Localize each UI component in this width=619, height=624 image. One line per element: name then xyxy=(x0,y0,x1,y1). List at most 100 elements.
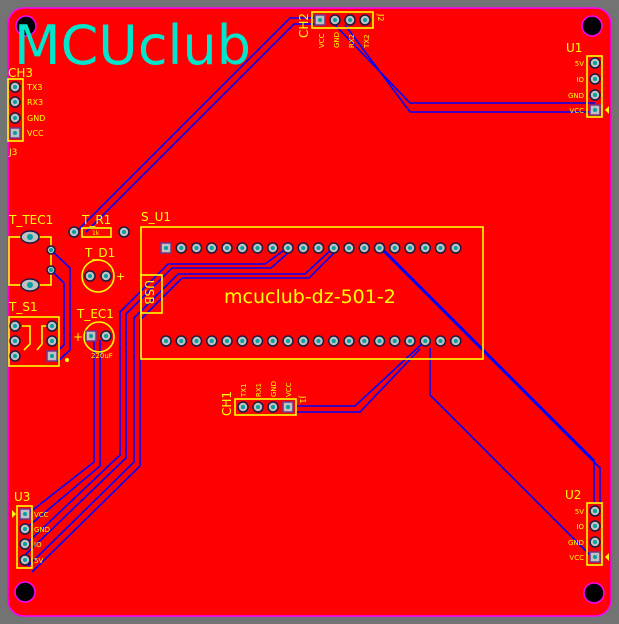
pad-drill xyxy=(408,246,412,250)
pad-drill xyxy=(347,339,351,343)
pad-drill xyxy=(408,339,412,343)
ch2-outline xyxy=(311,11,374,29)
pad-drill xyxy=(347,246,351,250)
mounting-hole xyxy=(14,581,36,603)
connector-ch2[interactable]: CH2 VCC GND RX2 TX2 J2 xyxy=(297,11,385,49)
u2-pin-label: GND xyxy=(568,539,584,547)
u3-pin-label: IO xyxy=(34,541,42,549)
ch1-pin-label: RX1 xyxy=(255,383,263,397)
mcuclub-logo: MCUclub xyxy=(14,14,251,77)
u3-outline xyxy=(16,505,33,569)
connector-u2[interactable]: U2 5V IO GND VCC xyxy=(565,488,609,566)
pad-drill xyxy=(362,246,367,250)
component-t-ec1[interactable]: T_EC1 + 220uF xyxy=(73,307,115,360)
ch1-pin-label: TX1 xyxy=(240,383,248,398)
t-d1-label: T_D1 xyxy=(84,246,115,260)
pad-drill xyxy=(255,246,260,250)
ch2-label: CH2 xyxy=(297,13,311,38)
pad-drill xyxy=(225,246,229,250)
mounting-hole xyxy=(581,15,603,37)
module-top-pins xyxy=(160,242,462,254)
u2-pin-label: 5V xyxy=(575,508,584,516)
pad-drill xyxy=(286,339,290,343)
u2-pin-label: IO xyxy=(576,523,584,531)
u3-pin-label: GND xyxy=(34,526,50,534)
module-title: mcuclub-dz-501-2 xyxy=(224,286,396,308)
pad-drill xyxy=(453,339,458,343)
pad-drill xyxy=(423,339,428,343)
u2-pin-label: VCC xyxy=(569,554,584,562)
u1-label: U1 xyxy=(566,41,582,55)
pad-drill xyxy=(179,339,184,343)
u1-pin-label: IO xyxy=(576,76,584,84)
pad-drill xyxy=(316,339,321,343)
pad-drill xyxy=(194,246,199,250)
pad-drill xyxy=(392,339,397,343)
pad-drill xyxy=(270,339,275,343)
pad-drill xyxy=(453,246,458,250)
ch1-label: CH1 xyxy=(220,391,234,416)
ch2-pin-label: RX2 xyxy=(348,34,356,48)
usb-outline xyxy=(140,274,163,314)
mounting-hole xyxy=(15,15,37,37)
u3-pin-label: 5V xyxy=(34,557,43,565)
u1-pin-label: GND xyxy=(568,92,584,100)
s-u1-label: S_U1 xyxy=(141,210,171,224)
t-ec1-value: 220uF xyxy=(91,352,113,360)
ch3-pin-label: VCC xyxy=(27,129,44,138)
pad-drill xyxy=(301,339,306,343)
pad-drill xyxy=(301,246,306,250)
pad-drill xyxy=(423,246,428,250)
ch3-pin-label: TX3 xyxy=(26,83,42,92)
module-s-u1[interactable]: S_U1 USB mcuclub-dz-501-2 xyxy=(140,210,484,360)
pad-drill xyxy=(164,246,168,250)
u1-pin-label: VCC xyxy=(569,107,584,115)
pad-drill xyxy=(255,339,260,343)
ch1-ref: J1 xyxy=(298,395,307,403)
pad-drill xyxy=(179,246,184,250)
t-ec1-label: T_EC1 xyxy=(76,307,114,321)
connector-u1[interactable]: U1 5V IO GND VCC xyxy=(566,41,609,118)
pad-drill xyxy=(209,246,214,250)
u3-pin-label: VCC xyxy=(34,511,49,519)
pad-drill xyxy=(377,339,382,343)
t-tec1-label: T_TEC1 xyxy=(8,213,53,227)
pad-drill xyxy=(240,339,245,343)
t-ec1-polarity: + xyxy=(73,330,83,344)
ch3-ref: J3 xyxy=(8,148,17,158)
pad-drill xyxy=(331,339,336,343)
u2-label: U2 xyxy=(565,488,581,502)
pad-drill xyxy=(240,246,245,250)
pad-drill xyxy=(331,246,336,250)
mounting-hole xyxy=(583,582,605,604)
u1-outline xyxy=(586,55,603,118)
pad-drill xyxy=(392,246,397,250)
u3-label: U3 xyxy=(14,490,30,504)
component-t-d1[interactable]: T_D1 + xyxy=(81,246,125,293)
ch1-outline xyxy=(234,398,297,416)
component-t-s1[interactable]: T_S1 xyxy=(8,300,69,367)
ch3-pin-label: GND xyxy=(27,114,45,123)
pad-drill xyxy=(438,339,443,343)
ch3-label: CH3 xyxy=(8,66,33,80)
traces xyxy=(19,17,601,573)
ch3-pin-label: RX3 xyxy=(27,98,43,107)
module-bottom-pins xyxy=(160,335,462,347)
t-r1-body xyxy=(81,227,112,238)
connector-ch1[interactable]: CH1 TX1 RX1 GND VCC J1 xyxy=(220,381,307,416)
component-t-r1[interactable]: T_R1 1k xyxy=(68,213,130,238)
component-t-tec1[interactable]: T_TEC1 xyxy=(8,213,56,292)
ch2-pin-label: VCC xyxy=(318,33,326,48)
u2-outline xyxy=(586,502,603,566)
connector-u3[interactable]: U3 VCC GND IO 5V xyxy=(12,490,50,569)
pad-drill xyxy=(286,246,290,250)
t-r1-value: 1k xyxy=(92,230,100,237)
ch1-pin-label: VCC xyxy=(285,382,293,397)
pad-drill xyxy=(362,339,367,343)
ch1-pin-label: GND xyxy=(270,381,278,397)
ch2-pin-label: GND xyxy=(333,32,341,48)
ch3-outline xyxy=(7,78,24,142)
connector-ch3[interactable]: CH3 TX3 RX3 GND VCC J3 xyxy=(7,66,45,158)
